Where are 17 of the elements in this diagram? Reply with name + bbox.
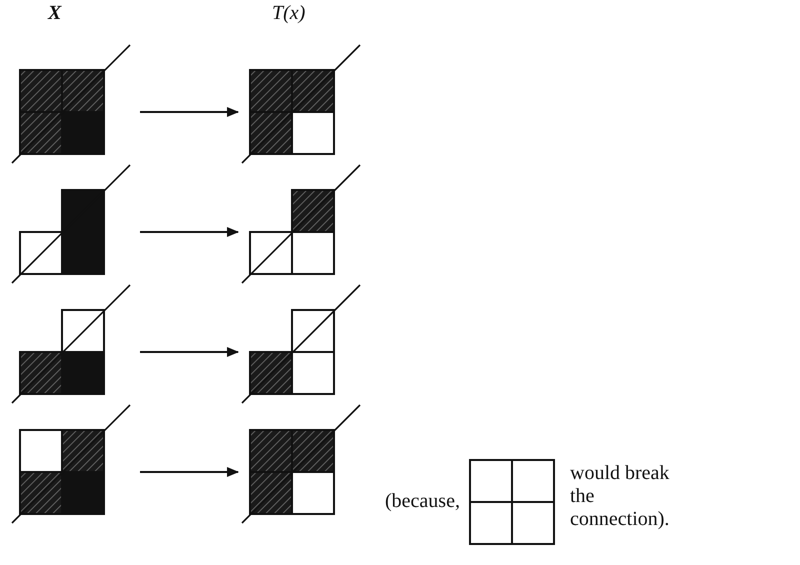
arrow [140,227,239,237]
empty-grid-drawing [468,458,556,546]
column-heading: T(x) [272,2,306,25]
column-heading: X [48,2,62,25]
pixel-grid-drawing [10,403,132,525]
note-text: (because, [385,490,460,513]
arrow [140,347,239,357]
note-text: would break the connection). [570,462,670,531]
pixel-grid-drawing [10,163,132,285]
pixel-grid-drawing [240,283,362,405]
arrow [140,467,239,477]
arrow [140,107,239,117]
pixel-grid-drawing [240,403,362,525]
pixel-grid-drawing [10,283,132,405]
pixel-grid-drawing [240,43,362,165]
pixel-grid-drawing [10,43,132,165]
pixel-grid-drawing [240,163,362,285]
